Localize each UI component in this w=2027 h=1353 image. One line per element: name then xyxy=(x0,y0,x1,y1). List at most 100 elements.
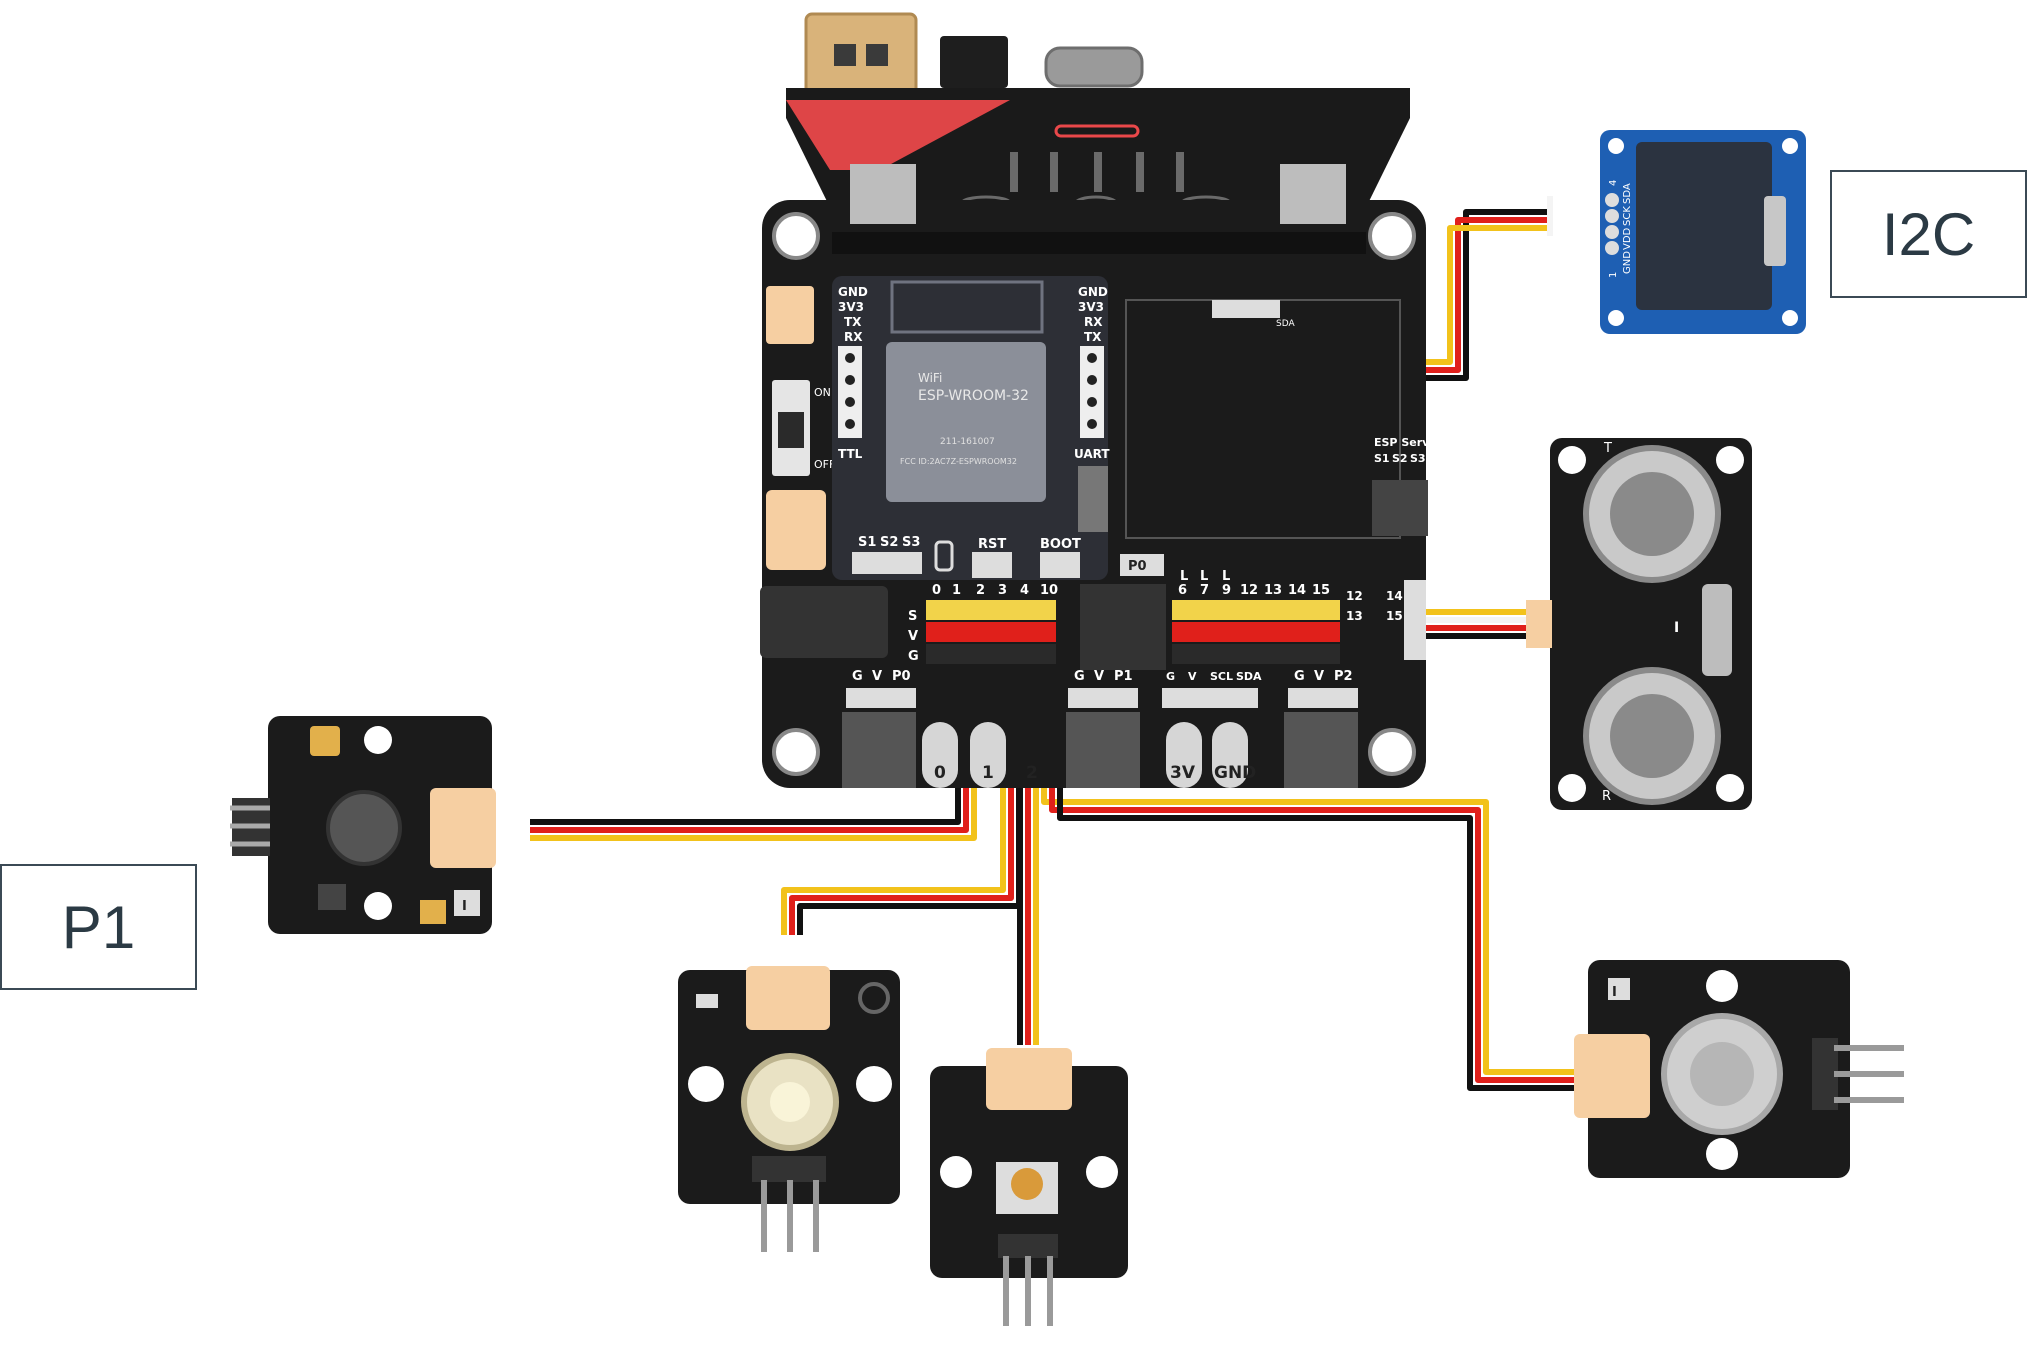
svg-text:V: V xyxy=(872,669,882,684)
svg-text:R: R xyxy=(1602,789,1611,804)
svg-text:S1: S1 xyxy=(858,535,876,550)
fcc-label: FCC ID:2AC7Z-ESPWROOM32 xyxy=(900,457,1017,466)
mounting-holes xyxy=(772,212,1416,776)
boot-button xyxy=(1040,552,1080,578)
svg-text:13: 13 xyxy=(1346,609,1363,623)
svg-text:S: S xyxy=(908,609,917,624)
switch-off-label: OFF xyxy=(814,458,835,471)
svg-text:9: 9 xyxy=(1222,583,1231,598)
svg-text:GND: GND xyxy=(1078,285,1108,299)
svg-text:V: V xyxy=(1188,670,1197,683)
microphone xyxy=(326,790,402,866)
svg-text:GND: GND xyxy=(1214,763,1256,783)
pir-motion-sensor-module: I xyxy=(1574,960,1904,1178)
svg-text:12: 12 xyxy=(1346,589,1363,603)
svg-text:VDD: VDD xyxy=(1622,227,1633,250)
svg-text:G: G xyxy=(852,669,863,684)
svg-text:S3: S3 xyxy=(902,535,920,550)
reset-button xyxy=(940,36,1008,88)
svg-text:RX: RX xyxy=(1084,315,1103,329)
svg-text:7: 7 xyxy=(1200,583,1209,598)
svg-text:G: G xyxy=(1074,669,1085,684)
svg-text:I: I xyxy=(462,899,467,914)
svg-text:3V3: 3V3 xyxy=(838,300,864,314)
p1-callout: P1 xyxy=(0,864,197,990)
rst-label: RST xyxy=(978,537,1006,552)
light-sensor xyxy=(1011,1168,1043,1200)
audio-jack xyxy=(760,586,888,658)
svg-text:G: G xyxy=(908,649,919,664)
svg-text:0: 0 xyxy=(934,763,946,783)
svg-text:S2: S2 xyxy=(1392,452,1408,465)
svg-text:4: 4 xyxy=(1608,180,1619,186)
svg-text:SDA: SDA xyxy=(1276,319,1295,329)
svg-text:L: L xyxy=(1180,569,1188,584)
svg-text:GND: GND xyxy=(838,285,868,299)
svg-text:V: V xyxy=(908,629,918,644)
p0-label: P0 xyxy=(1128,559,1147,574)
svg-text:GND: GND xyxy=(1622,251,1633,274)
svg-text:15: 15 xyxy=(1312,583,1330,598)
sound-sensor-module: I xyxy=(230,716,496,934)
svg-text:L: L xyxy=(1222,569,1230,584)
svg-text:4: 4 xyxy=(1020,583,1029,598)
svg-text:P1: P1 xyxy=(1114,669,1133,684)
svg-text:TX: TX xyxy=(844,315,862,329)
svg-text:SDA: SDA xyxy=(1622,183,1633,204)
svg-text:G: G xyxy=(1294,669,1305,684)
svg-text:RX: RX xyxy=(844,330,863,344)
svg-text:1: 1 xyxy=(982,763,994,783)
oled-display-module: GND VDD SCK SDA 1 4 xyxy=(1600,130,1806,334)
svg-text:TX: TX xyxy=(1084,330,1102,344)
svg-text:13: 13 xyxy=(1264,583,1282,598)
switch-on-label: ON xyxy=(814,386,831,399)
svg-text:1: 1 xyxy=(1608,272,1619,278)
svg-text:S1: S1 xyxy=(1374,452,1390,465)
svg-text:V: V xyxy=(1314,669,1324,684)
module-reg-label: 211-161007 xyxy=(940,437,995,447)
svg-text:SCL: SCL xyxy=(1210,670,1233,683)
wifi-label: WiFi xyxy=(918,371,942,385)
svg-text:2: 2 xyxy=(976,583,985,598)
svg-text:0: 0 xyxy=(932,583,941,598)
battery-connector xyxy=(804,12,918,96)
ttl-connector xyxy=(766,286,814,344)
ultrasonic-sensor: T R I xyxy=(1526,438,1752,810)
svg-text:P0: P0 xyxy=(892,669,911,684)
expansion-board: ON OFF ESP-WROOM-32 WiFi FCC ID:2AC7Z-ES… xyxy=(760,12,1437,788)
esp32-module-label: ESP-WROOM-32 xyxy=(918,388,1029,404)
svg-text:1: 1 xyxy=(952,583,961,598)
svg-text:S3: S3 xyxy=(1410,452,1426,465)
svg-text:I: I xyxy=(1612,985,1617,1000)
svg-text:14: 14 xyxy=(1288,583,1306,598)
svg-text:3: 3 xyxy=(998,583,1007,598)
svg-text:3V3: 3V3 xyxy=(1078,300,1104,314)
svg-text:SDA: SDA xyxy=(1236,670,1262,683)
svg-text:SCK: SCK xyxy=(1622,206,1633,226)
esp-servo-label: ESP Servo xyxy=(1374,436,1437,449)
svg-text:2: 2 xyxy=(1026,763,1038,783)
svg-text:6: 6 xyxy=(1178,583,1187,598)
svg-text:15: 15 xyxy=(1386,609,1403,623)
light-sensor-module xyxy=(930,1048,1128,1326)
uart-label: UART xyxy=(1074,447,1110,461)
wire-ultrasonic xyxy=(1420,609,1540,639)
svg-text:S2: S2 xyxy=(880,535,898,550)
svg-text:P2: P2 xyxy=(1334,669,1353,684)
svg-text:G: G xyxy=(1166,670,1175,683)
led-module xyxy=(678,966,900,1252)
svg-text:14: 14 xyxy=(1386,589,1403,603)
i2c-callout: I2C xyxy=(1830,170,2027,298)
boot-label: BOOT xyxy=(1040,537,1081,552)
rst-button xyxy=(972,552,1012,578)
svg-text:10: 10 xyxy=(1040,583,1058,598)
svg-text:V: V xyxy=(1094,669,1104,684)
buzzer-connector xyxy=(766,490,826,570)
svg-text:T: T xyxy=(1603,441,1612,456)
svg-text:I: I xyxy=(1674,620,1679,636)
svg-text:3V: 3V xyxy=(1170,763,1196,783)
usb-port xyxy=(1044,46,1144,88)
ttl-label: TTL xyxy=(838,447,863,461)
svg-text:L: L xyxy=(1200,569,1208,584)
